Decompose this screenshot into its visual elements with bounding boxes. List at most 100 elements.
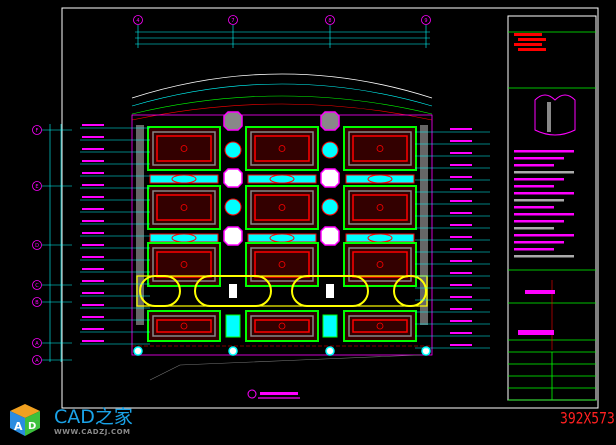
grid-bubble [32, 125, 42, 135]
ceiling-panel [343, 242, 417, 287]
oval-ceiling [393, 275, 427, 307]
light-fixture-icon [278, 204, 286, 211]
light-fixture-icon [278, 322, 286, 330]
annotation-text [450, 152, 472, 154]
annotation-text [82, 172, 104, 174]
drawing-title-text [260, 392, 298, 395]
annotation-text [82, 220, 104, 222]
title-block-text [514, 213, 574, 216]
watermark-logo: A D CAD之家 WWW.CADZJ.COM [6, 402, 146, 444]
annotation-text [82, 148, 104, 150]
annotation-text [450, 320, 472, 322]
annotation-text [82, 208, 104, 210]
grid-label: A [35, 341, 39, 347]
annotation-text [450, 344, 472, 346]
annotation-text [82, 184, 104, 186]
column-round [321, 141, 339, 159]
annotation-text [450, 236, 472, 238]
panel-frame [348, 131, 412, 166]
annotation-text [82, 328, 104, 330]
base-column [421, 346, 431, 356]
ceiling-panel [245, 242, 319, 287]
annotation-text [450, 140, 472, 142]
base-column [133, 346, 143, 356]
title-block-text [514, 206, 554, 209]
annotation-text [450, 248, 472, 250]
ground-line [149, 354, 421, 381]
grid-label: E [35, 184, 38, 190]
light-fixture-icon [376, 322, 384, 330]
grid-label: 7 [231, 18, 234, 24]
watermark-url: WWW.CADZJ.COM [54, 428, 131, 436]
column-block [225, 314, 241, 338]
grid-label: 9 [424, 18, 427, 24]
panel-inner [156, 194, 212, 221]
oval-ceiling [139, 275, 181, 307]
column-octagon [223, 111, 243, 131]
grid-bubble [32, 240, 42, 250]
grid-bubble [32, 181, 42, 191]
company-logo-icon [547, 102, 551, 132]
column-octagon [223, 226, 243, 246]
panel-inner [352, 319, 408, 333]
base-column [325, 346, 335, 356]
oval-ceiling [291, 275, 369, 307]
company-logo-icon [534, 94, 576, 136]
annotation-text [82, 124, 104, 126]
roof-arc [131, 83, 433, 107]
grid-label: D [35, 243, 39, 249]
light-fixture-icon [180, 261, 188, 268]
grid-label: B [35, 300, 39, 306]
panel-frame [348, 190, 412, 225]
ceiling-panel [343, 126, 417, 171]
ceiling-panel [147, 126, 221, 171]
column-octagon [223, 168, 243, 188]
drawing-title-bubble [247, 389, 257, 399]
title-block-text [514, 255, 574, 258]
column-block [322, 314, 338, 338]
panel-inner [156, 319, 212, 333]
grid-label: 8 [328, 18, 331, 24]
panel-frame [250, 131, 314, 166]
annotation-text [82, 292, 104, 294]
title-block-text [514, 248, 554, 251]
annotation-text [82, 136, 104, 138]
annotation-text [82, 268, 104, 270]
grid-bubble [32, 280, 42, 290]
light-fixture-icon [180, 204, 188, 211]
annotation-text [450, 224, 472, 226]
panel-inner [156, 135, 212, 162]
grid-bubble [32, 297, 42, 307]
annotation-text [82, 232, 104, 234]
annotation-text [450, 272, 472, 274]
title-block-text [514, 164, 554, 167]
title-block-text [514, 227, 554, 230]
grid-bubble [32, 355, 42, 365]
column-octagon [320, 111, 340, 131]
light-fixture-icon [376, 204, 384, 211]
annotation-text [450, 296, 472, 298]
grid-bubble [32, 338, 42, 348]
oval-ceiling [194, 275, 272, 307]
roof-arc [131, 95, 433, 115]
ceiling-panel [343, 185, 417, 230]
cove-oval [171, 233, 197, 243]
panel-frame [348, 247, 412, 282]
title-block-text [514, 185, 554, 188]
wall-left [136, 125, 144, 325]
panel-inner [254, 135, 310, 162]
panel-frame [152, 190, 216, 225]
panel-inner [254, 194, 310, 221]
annotation-text [82, 196, 104, 198]
light-fixture-icon [278, 145, 286, 152]
grid-label: F [36, 128, 39, 134]
panel-inner [254, 251, 310, 278]
wall-right [420, 125, 428, 325]
light-fixture-icon [278, 261, 286, 268]
annotation-text [82, 256, 104, 258]
sheet-size-label: 392X573 [560, 410, 615, 429]
panel-frame [152, 247, 216, 282]
light-fixture-icon [376, 261, 384, 268]
revision-note-text [514, 33, 542, 36]
